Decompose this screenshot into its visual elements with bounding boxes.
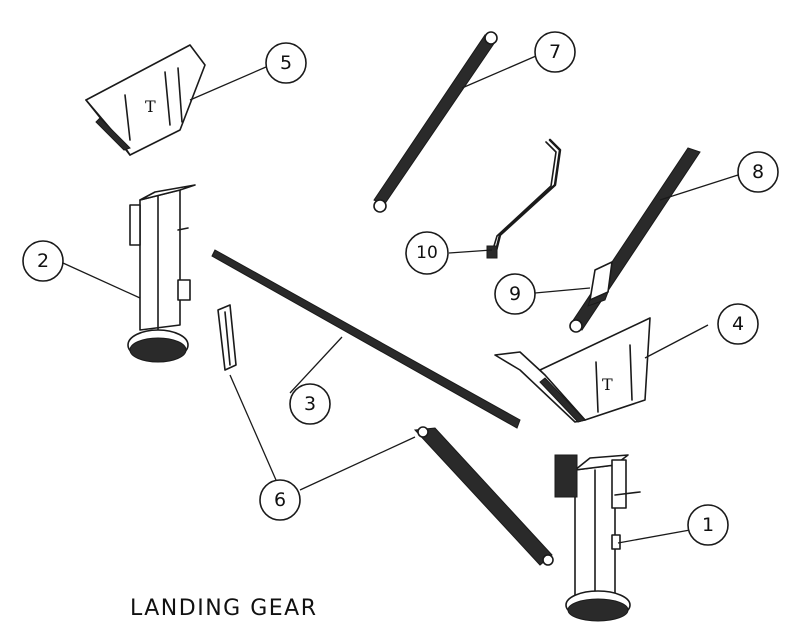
leader-lines <box>62 55 739 544</box>
callout-9-label: 9 <box>509 283 521 305</box>
bracket-5-mark: T <box>145 97 156 116</box>
callout-2: 2 <box>22 240 64 282</box>
callout-8: 8 <box>737 151 779 193</box>
part-10-strap <box>486 138 562 259</box>
callout-1-label: 1 <box>702 514 714 536</box>
callout-8-label: 8 <box>752 161 764 183</box>
callout-3: 3 <box>289 383 331 425</box>
callout-7-label: 7 <box>549 41 561 63</box>
callout-10: 10 <box>405 231 449 275</box>
callout-5-label: 5 <box>280 52 292 74</box>
callout-4-label: 4 <box>732 313 744 335</box>
callout-6: 6 <box>259 479 301 521</box>
diagram-caption: LANDING GEAR <box>130 596 318 621</box>
callout-2-label: 2 <box>37 250 49 272</box>
bracket-4-mark: T <box>602 375 613 394</box>
callout-9: 9 <box>494 273 536 315</box>
part-1-landing-leg-right <box>554 454 641 622</box>
part-2-landing-leg-left <box>127 184 196 363</box>
callout-3-label: 3 <box>304 393 316 415</box>
part-6-braces <box>217 304 554 566</box>
part-4-mounting-bracket: T <box>494 317 651 423</box>
part-7-diagonal-brace <box>373 31 498 213</box>
callout-6-label: 6 <box>274 489 286 511</box>
part-3-cross-brace <box>211 249 521 429</box>
callout-5: 5 <box>265 42 307 84</box>
part-5-mounting-bracket: T <box>85 44 206 156</box>
callout-7: 7 <box>534 31 576 73</box>
part-9-clip <box>587 261 613 307</box>
callout-1: 1 <box>687 504 729 546</box>
callout-10-label: 10 <box>416 243 438 263</box>
callout-4: 4 <box>717 303 759 345</box>
